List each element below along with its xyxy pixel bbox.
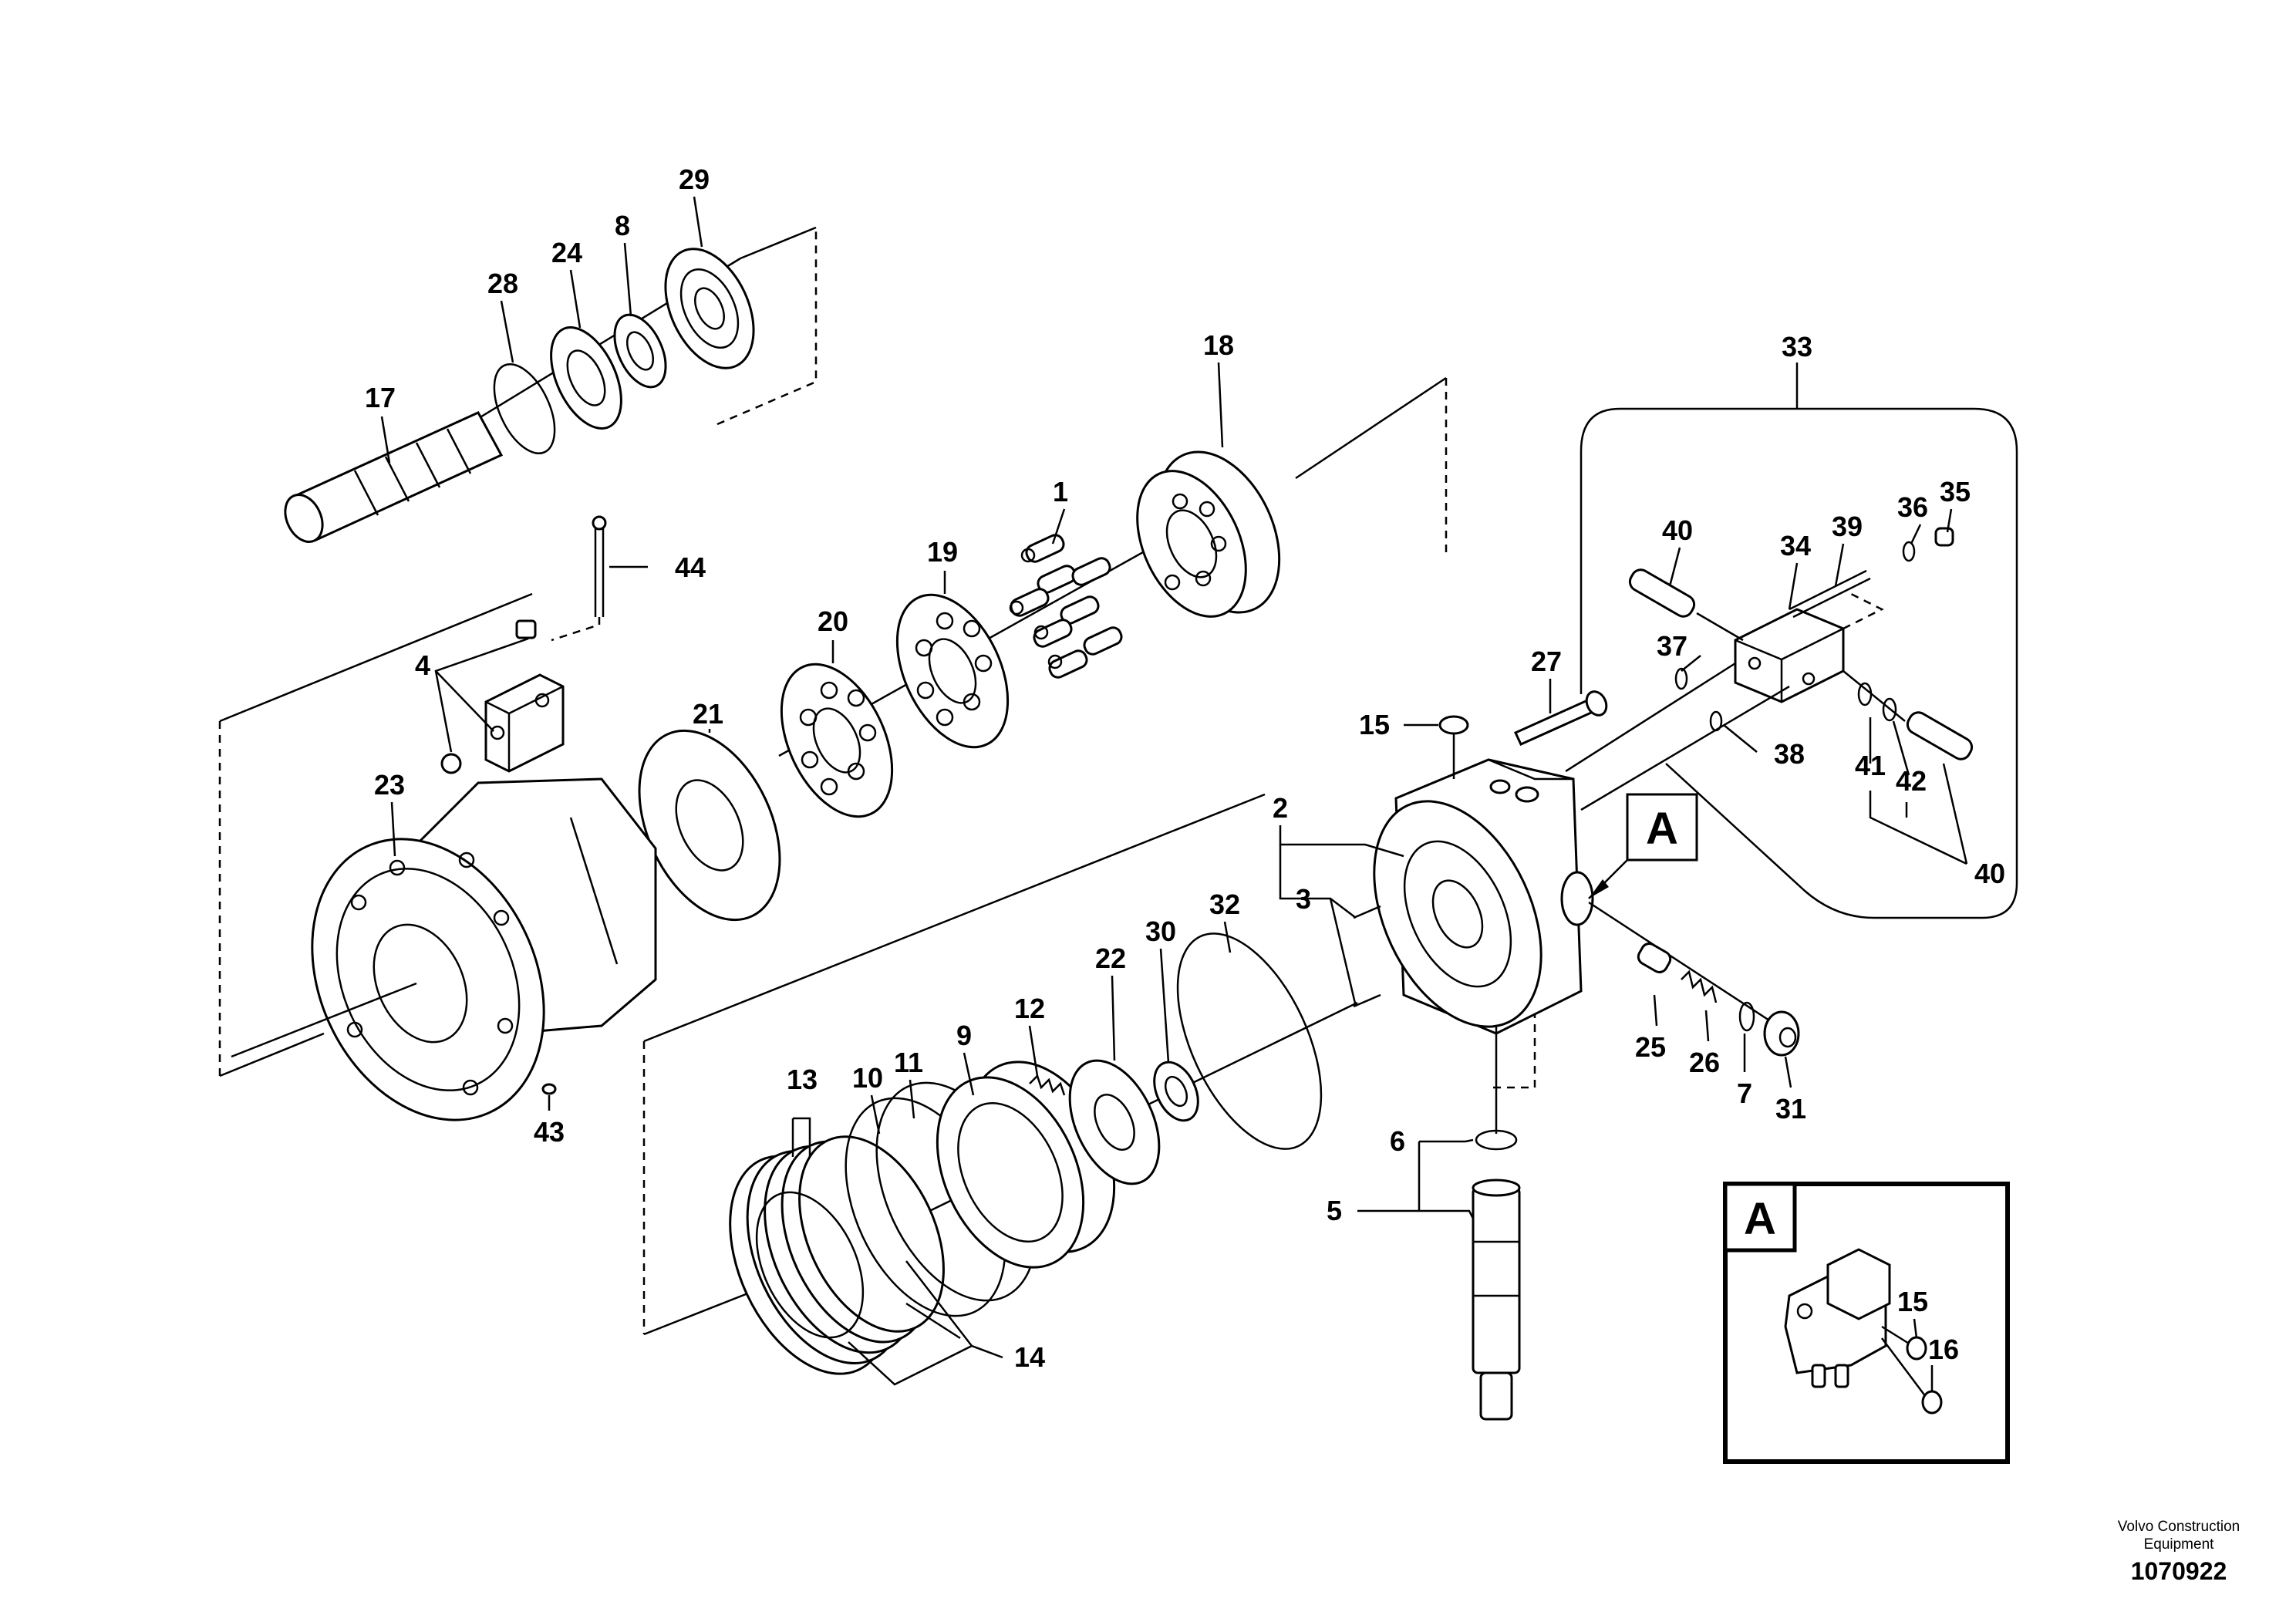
callout-6: 6 — [1390, 1125, 1405, 1157]
detail-callout-15: 15 — [1897, 1286, 1928, 1317]
publisher-line-2: Equipment — [2144, 1536, 2215, 1553]
callout-31: 31 — [1775, 1093, 1806, 1125]
relief-plug — [1763, 1010, 1800, 1057]
callout-22: 22 — [1095, 943, 1126, 974]
callout-14: 14 — [1014, 1341, 1045, 1373]
callout-29: 29 — [679, 164, 710, 195]
solenoid-block — [1734, 592, 1884, 703]
relief-o-ring — [1738, 1001, 1755, 1032]
detail-axis-lower — [1580, 685, 1790, 811]
callout-37: 37 — [1657, 630, 1687, 662]
motor-housing — [231, 777, 657, 1121]
callout-13: 13 — [787, 1064, 818, 1095]
spring-retainer — [1068, 1059, 1161, 1185]
retainer-plate — [780, 663, 894, 818]
roller-bearing — [664, 248, 755, 369]
callout-41: 41 — [1855, 750, 1886, 781]
friction-plates — [729, 1135, 945, 1375]
callout-18: 18 — [1203, 329, 1234, 361]
housing-group-frame — [218, 376, 1448, 1077]
callout-10: 10 — [852, 1062, 883, 1094]
piston-set — [1009, 534, 1123, 679]
callout-7: 7 — [1737, 1077, 1752, 1109]
valve-plate — [895, 593, 1010, 749]
cylinder-block — [1136, 450, 1281, 618]
callout-4: 4 — [415, 649, 430, 681]
callout-8: 8 — [615, 210, 630, 241]
bearing-small — [1153, 1061, 1199, 1122]
leader-lines — [380, 196, 1968, 1392]
callout-44: 44 — [675, 551, 706, 583]
callout-28: 28 — [487, 268, 518, 299]
callout-21: 21 — [693, 698, 723, 730]
callout-25: 25 — [1635, 1031, 1666, 1063]
detail-axis-upper — [1565, 662, 1736, 773]
seal-ring — [550, 326, 622, 430]
output-shaft — [284, 257, 741, 543]
snap-ring — [493, 363, 556, 455]
callout-36: 36 — [1897, 491, 1928, 523]
cap-screw — [1438, 715, 1469, 779]
spacer — [613, 313, 667, 389]
callout-3: 3 — [1296, 883, 1311, 915]
callout-32: 32 — [1209, 889, 1240, 920]
reference-box-a: A — [1588, 793, 1698, 899]
callout-23: 23 — [374, 769, 405, 801]
callout-39: 39 — [1832, 511, 1863, 542]
reference-letter: A — [1646, 804, 1678, 854]
callout-27: 27 — [1531, 646, 1562, 677]
publisher-line-1: Volvo Construction — [2118, 1519, 2240, 1535]
relief-valve-axis — [1588, 901, 1790, 1035]
callout-2: 2 — [1273, 792, 1288, 824]
small-o-rings — [1674, 541, 1916, 732]
callout-1: 1 — [1053, 476, 1068, 508]
footer: Volvo Construction Equipment 1070922 — [2118, 1519, 2240, 1585]
fitting-left — [1628, 568, 1744, 642]
valve-block — [440, 619, 565, 774]
fitting-right — [1843, 670, 1974, 760]
callout-30: 30 — [1145, 916, 1176, 947]
detail-valve-body — [1784, 1248, 1943, 1415]
callout-20: 20 — [818, 605, 848, 637]
relief-poppet — [1637, 943, 1672, 973]
callout-40-bottom: 40 — [1974, 858, 2005, 889]
callout-24: 24 — [551, 237, 582, 268]
detail-box-33 — [1580, 363, 2018, 919]
rear-cover — [1373, 758, 1594, 1035]
callout-15: 15 — [1359, 709, 1390, 740]
long-bolt — [1513, 690, 1608, 746]
mounting-bolt — [551, 515, 607, 642]
callout-26: 26 — [1689, 1047, 1720, 1078]
shaft-group-frame — [716, 226, 818, 426]
callout-11: 11 — [894, 1047, 923, 1078]
callout-19: 19 — [927, 536, 958, 568]
dowel-pins — [1353, 905, 1381, 1008]
drive-shaft — [1472, 1026, 1521, 1421]
relief-spring — [1681, 969, 1718, 1003]
detail-callout-16: 16 — [1928, 1334, 1959, 1365]
callout-9: 9 — [956, 1020, 972, 1051]
callout-labels: 29 24 8 28 17 18 1 19 20 44 4 21 23 43 3… — [365, 164, 2005, 1373]
callout-12: 12 — [1014, 993, 1045, 1024]
long-screw — [1789, 569, 1871, 619]
callout-38: 38 — [1774, 738, 1805, 770]
detail-view-a: A — [1723, 1182, 2010, 1464]
small-plug — [1934, 527, 1954, 547]
callout-43: 43 — [534, 1116, 565, 1148]
callout-35: 35 — [1940, 476, 1971, 508]
callout-42: 42 — [1896, 765, 1927, 797]
callout-40-top: 40 — [1662, 514, 1693, 546]
document-number: 1070922 — [2131, 1557, 2227, 1585]
callout-17: 17 — [365, 382, 396, 413]
callout-34: 34 — [1780, 530, 1811, 561]
o-ring-housing — [1176, 932, 1323, 1150]
detail-view-letter: A — [1744, 1194, 1776, 1244]
callout-33: 33 — [1782, 331, 1812, 363]
callout-5: 5 — [1327, 1195, 1342, 1226]
